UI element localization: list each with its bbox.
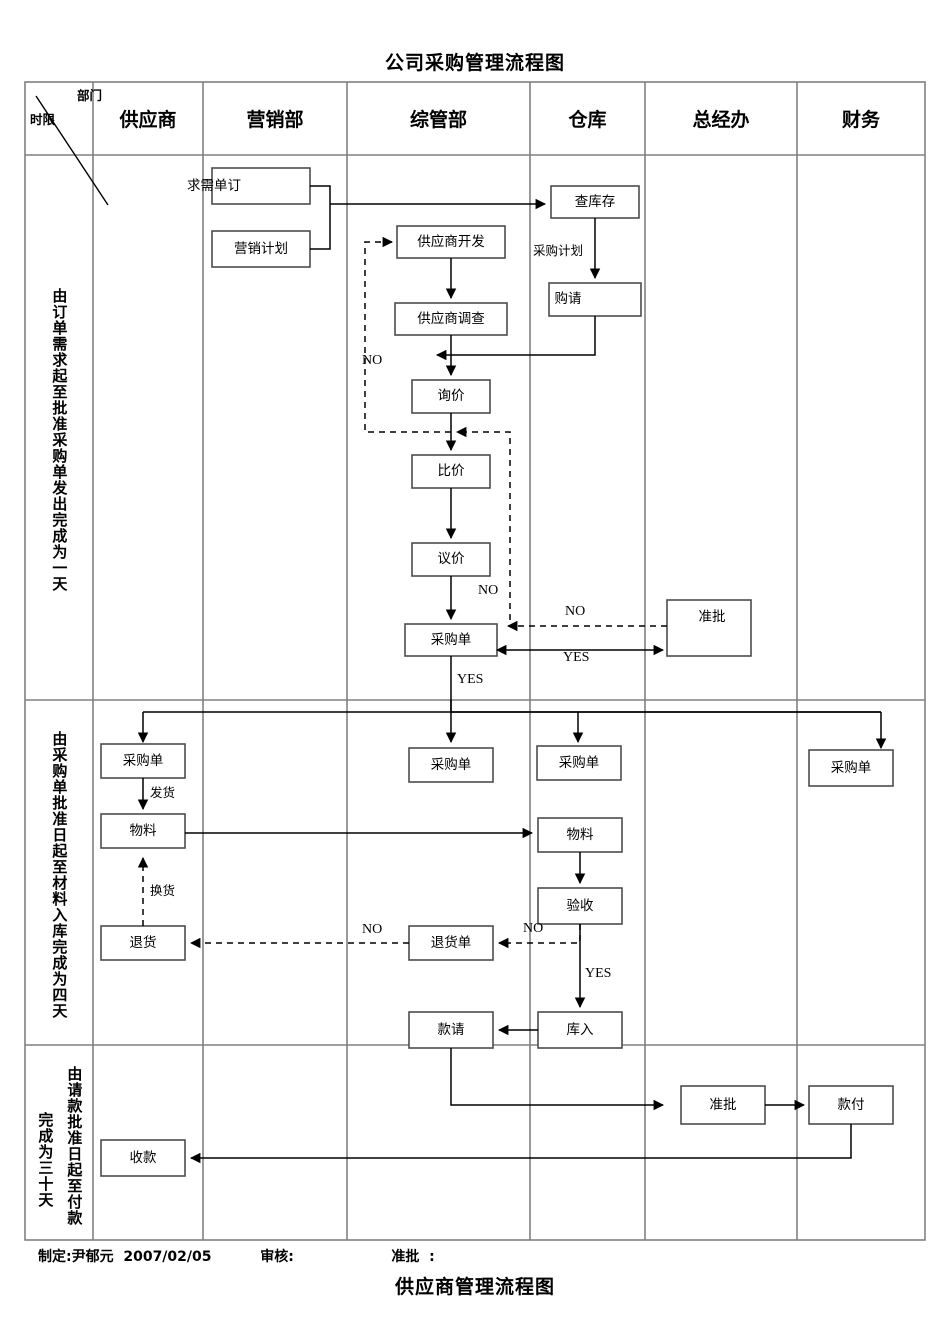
edge-label-no-return-left: NO — [362, 922, 383, 937]
corner-diagonal — [35, 95, 109, 206]
edge-label-no-negotiate: NO — [478, 583, 499, 598]
node-compare-price-box — [411, 454, 491, 489]
column-header-marketing: 营销部 — [246, 109, 304, 131]
node-check-stock-box — [550, 185, 640, 219]
edge-label-no-supplier-dev: NO — [362, 353, 383, 368]
node-purchase-order-box — [404, 623, 498, 657]
row-label-band-1: 由订单需求起至批准采购单发出完成为一天 — [50, 288, 69, 592]
footer-signature-line: 制定:尹郁元 2007/02/05 审核: 准批 : — [38, 1249, 435, 1265]
column-header-supplier: 供应商 — [119, 109, 177, 131]
node-payment-request-box — [408, 1011, 494, 1049]
node-inquiry-box — [411, 379, 491, 414]
edge-label-ship: 发货 — [150, 785, 176, 800]
row-label-band-3b: 完成为三十天 — [36, 1112, 55, 1208]
edge-label-yes-po: YES — [457, 672, 484, 687]
node-marketing-plan-box — [211, 230, 311, 268]
edge-label-no-inspect: NO — [523, 921, 544, 936]
node-material-supplier-box — [100, 813, 186, 849]
node-approve-top-box — [666, 599, 752, 657]
edge-label-yes-inspect: YES — [585, 966, 612, 981]
page-title-bottom: 供应商管理流程图 — [394, 1276, 555, 1298]
edge-label-yes-approve: YES — [563, 650, 590, 665]
column-header-gm-office: 总经办 — [692, 109, 750, 131]
edge-label-no-approve: NO — [565, 604, 586, 619]
node-po-supplier-box — [100, 743, 186, 779]
node-supplier-survey-box — [394, 302, 508, 336]
node-approve-bottom-box — [680, 1085, 766, 1125]
node-return-goods-box — [100, 925, 186, 961]
page-title-top: 公司采购管理流程图 — [384, 52, 565, 74]
column-header-general-admin: 综管部 — [409, 109, 467, 131]
node-return-note-box — [408, 925, 494, 961]
corner-cell-top-label: 部门 — [76, 88, 102, 103]
node-material-warehouse-box — [537, 817, 623, 853]
node-receive-money-box — [100, 1139, 186, 1177]
node-negotiate-price-box — [411, 542, 491, 577]
node-stock-in-box — [537, 1011, 623, 1049]
edge-label-exchange: 换货 — [150, 883, 176, 898]
node-inspect-box — [537, 887, 623, 925]
node-order-demand-box — [211, 167, 311, 205]
column-header-finance: 财务 — [841, 109, 880, 131]
node-po-admin-box — [408, 747, 494, 783]
node-po-warehouse-box — [536, 745, 622, 781]
node-po-finance-box — [808, 749, 894, 787]
edge-label-purchase-plan: 采购计划 — [533, 243, 584, 258]
corner-cell-bottom-label: 时限 — [30, 112, 56, 127]
row-label-band-3a: 由请款批准日起至付款 — [65, 1065, 84, 1226]
row-label-band-2: 由采购单批准日起至材料入库完成为四天 — [50, 731, 69, 1019]
node-purchase-request-box — [548, 282, 642, 317]
column-header-warehouse: 仓库 — [568, 109, 607, 131]
node-supplier-dev-box — [396, 225, 506, 259]
node-payment-box — [808, 1085, 894, 1125]
